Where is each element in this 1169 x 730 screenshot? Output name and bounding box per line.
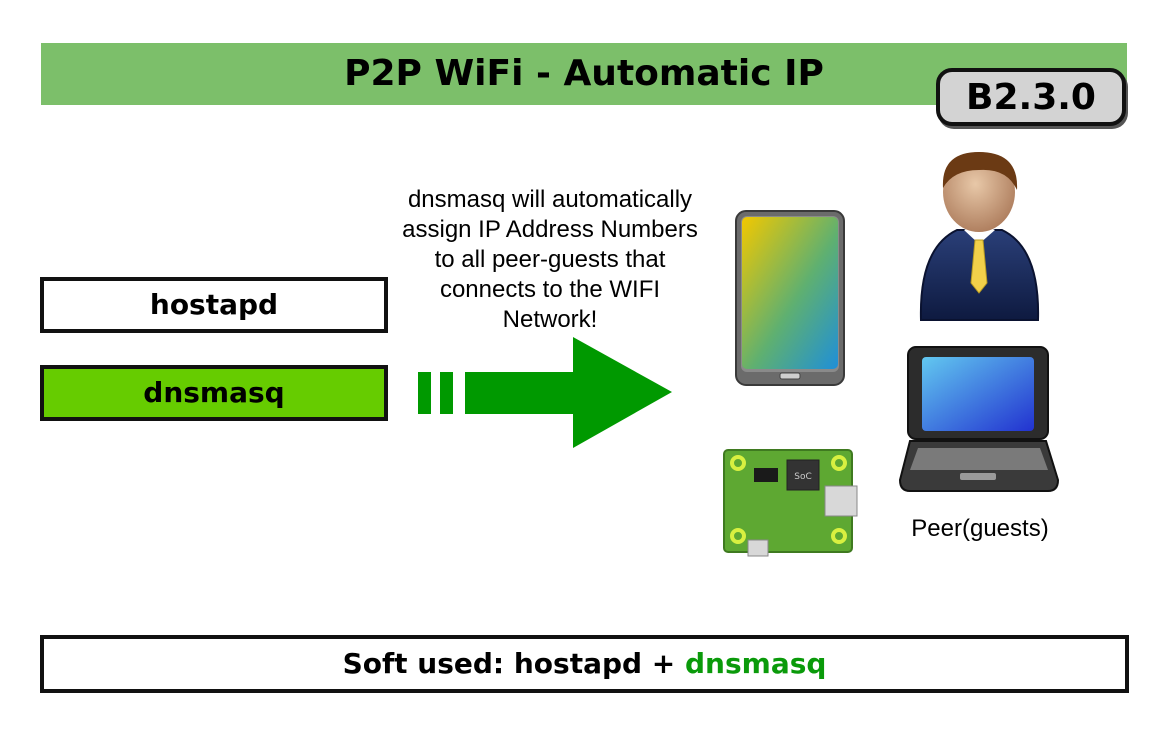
- version-badge: B2.3.0: [936, 68, 1126, 126]
- description-line: dnsmasq will automatically: [407, 186, 693, 213]
- footer-prefix: Soft used: hostapd +: [342, 647, 686, 680]
- user-icon: [919, 152, 1040, 321]
- footer-box: Soft used: hostapd + dnsmasq: [40, 635, 1129, 693]
- hostapd-box: hostapd: [40, 277, 388, 333]
- smartphone-icon: [735, 210, 845, 386]
- description-line: assign IP Address Numbers: [402, 216, 698, 243]
- description-line: connects to the WIFI: [439, 276, 661, 303]
- page-title: P2P WiFi - Automatic IP: [344, 53, 824, 94]
- dnsmasq-box: dnsmasq: [40, 365, 388, 421]
- board-icon: SoC: [723, 449, 858, 557]
- description-line: Network!: [502, 306, 598, 333]
- footer-accent: dnsmasq: [685, 647, 827, 680]
- peer-label: Peer(guests): [911, 515, 1049, 542]
- description-line: to all peer-guests that: [434, 246, 666, 273]
- soc-chip-label: SoC: [794, 472, 812, 482]
- laptop-icon: [898, 346, 1060, 492]
- arrow-right-icon: [418, 337, 672, 448]
- description-text: dnsmasq will automatically assign IP Add…: [375, 185, 725, 335]
